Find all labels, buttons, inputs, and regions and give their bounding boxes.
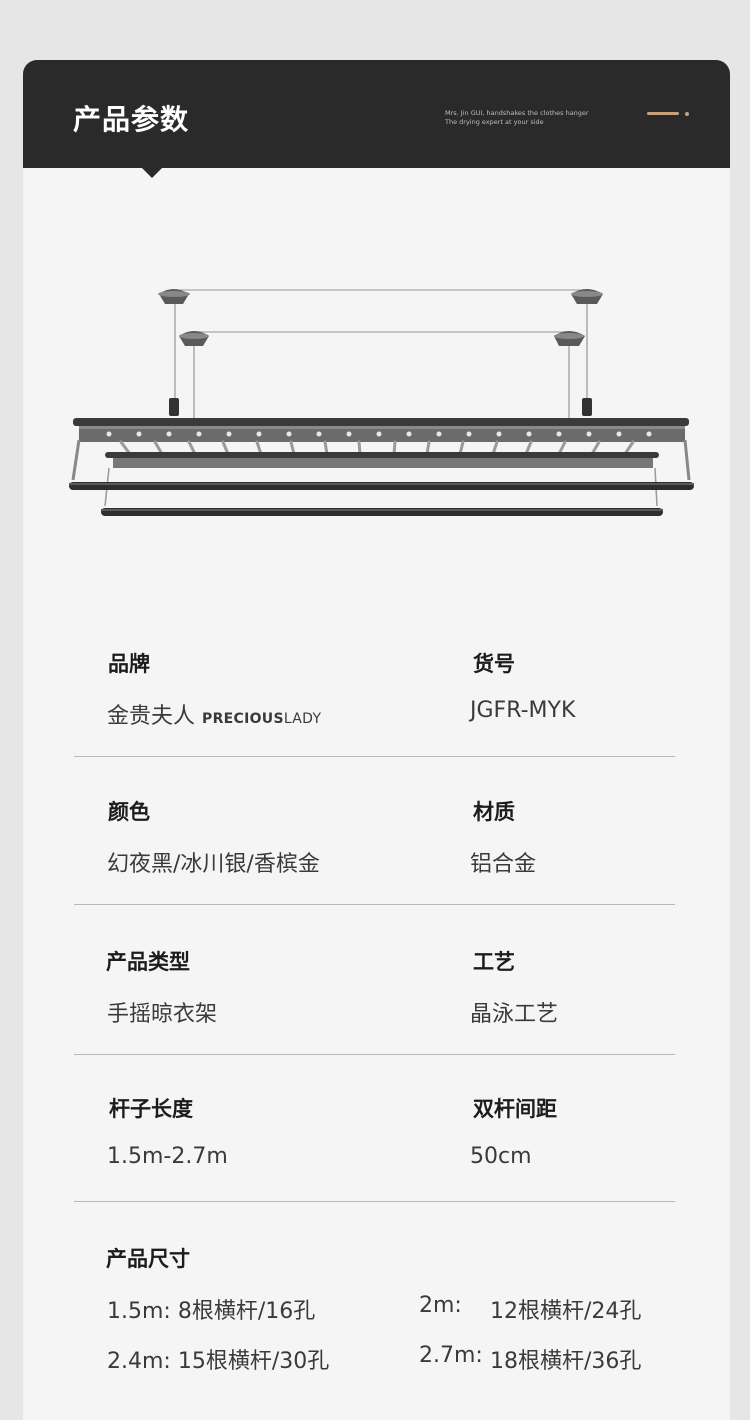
header-notch-icon [141, 167, 163, 178]
header-bar: 产品参数 Mrs. Jin GUI, handshakes the clothe… [23, 60, 730, 168]
spec-card: 产品参数 Mrs. Jin GUI, handshakes the clothe… [23, 60, 730, 1420]
size-row-2-left: 2.4m: 15根横杆/30孔 [107, 1349, 330, 1374]
slogan-line-1: Mrs. Jin GUI, handshakes the clothes han… [445, 109, 589, 117]
rod-length-label: 杆子长度 [109, 1097, 193, 1121]
clothes-rack-image [69, 289, 694, 516]
accent-dot-icon [685, 112, 689, 116]
slogan: Mrs. Jin GUI, handshakes the clothes han… [445, 109, 589, 127]
size-label: 产品尺寸 [106, 1247, 190, 1271]
brand-value-cn: 金贵夫人 [107, 704, 196, 729]
page-title: 产品参数 [73, 103, 190, 136]
model-value: JGFR-MYK [470, 698, 576, 723]
size-row-1-right-key: 2m: [419, 1293, 462, 1318]
brand-value-en: PRECIOUSLADY [202, 711, 322, 727]
size-row-2-right-key: 2.7m: [419, 1343, 483, 1368]
rod-length-value: 1.5m-2.7m [107, 1144, 228, 1169]
type-value: 手摇晾衣架 [107, 1002, 218, 1027]
size-row-1-right-val: 12根横杆/24孔 [490, 1299, 642, 1324]
color-value: 幻夜黑/冰川银/香槟金 [107, 852, 320, 877]
size-row-1-left: 1.5m: 8根横杆/16孔 [107, 1299, 316, 1324]
rod-spacing-label: 双杆间距 [473, 1097, 557, 1121]
slogan-line-2: The drying expert at your side [445, 118, 544, 126]
craft-label: 工艺 [473, 950, 515, 974]
material-value: 铝合金 [470, 852, 537, 877]
rod-spacing-value: 50cm [470, 1144, 532, 1169]
divider-1 [74, 756, 675, 757]
type-label: 产品类型 [106, 950, 190, 974]
model-label: 货号 [473, 652, 515, 676]
material-label: 材质 [473, 800, 515, 824]
divider-4 [74, 1201, 675, 1202]
size-row-2-right-val: 18根横杆/36孔 [490, 1349, 642, 1374]
craft-value: 晶泳工艺 [470, 1002, 559, 1027]
brand-value: 金贵夫人 PRECIOUSLADY [107, 698, 321, 730]
color-label: 颜色 [108, 800, 150, 824]
divider-3 [74, 1054, 675, 1055]
divider-2 [74, 904, 675, 905]
brand-label: 品牌 [108, 652, 150, 676]
accent-line-icon [647, 112, 679, 115]
